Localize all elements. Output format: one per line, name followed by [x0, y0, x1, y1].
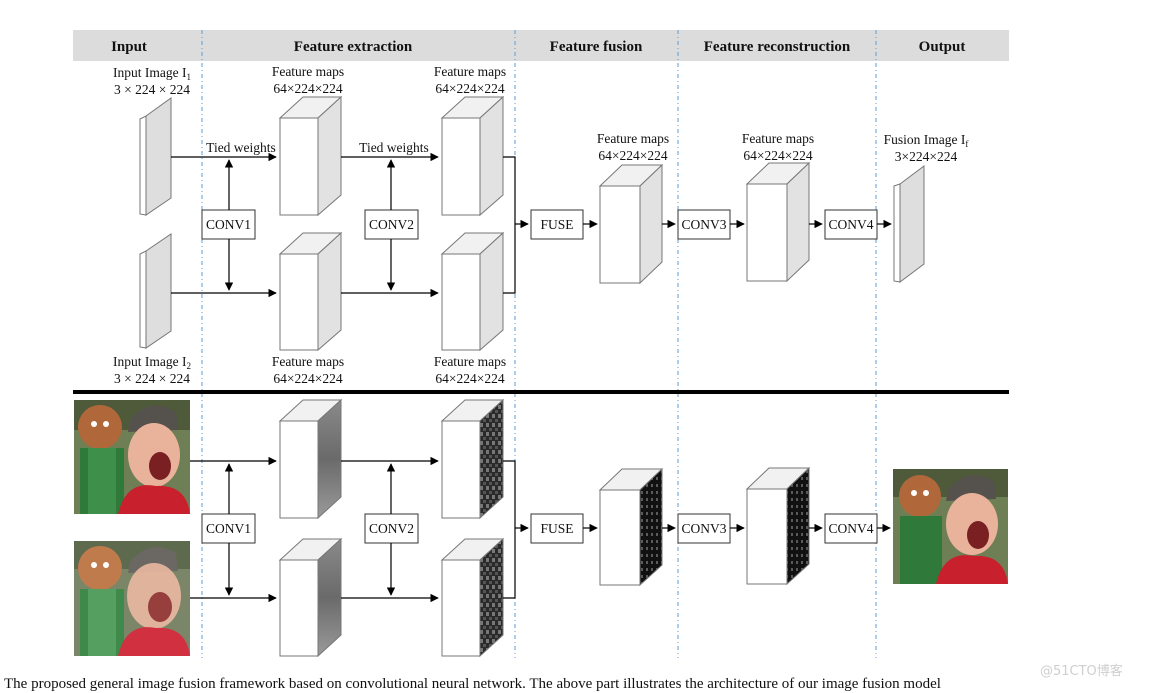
fusion-image-slab	[893, 165, 925, 283]
feature-map-cube-4	[440, 231, 505, 352]
header-band	[73, 30, 1009, 61]
svg-text:FUSE: FUSE	[540, 521, 573, 536]
svg-text:CONV1: CONV1	[206, 217, 251, 232]
feature-dims-label-4: 64×224×224	[435, 371, 504, 386]
conv2-box-bottom: CONV2	[364, 513, 419, 544]
fuse-box-bottom: FUSE	[530, 513, 584, 544]
reconstructed-feature-cube-bottom	[745, 466, 811, 586]
svg-text:CONV2: CONV2	[369, 217, 414, 232]
feature-maps-label-4: Feature maps	[434, 354, 506, 369]
conv1-box-top: CONV1	[201, 209, 256, 240]
fusion-image-dims: 3×224×224	[895, 149, 958, 164]
feature-maps-label-1: Feature maps	[272, 64, 344, 79]
fused-feature-cube-bottom	[598, 467, 664, 587]
feature-map-cube-bottom-2	[440, 398, 505, 520]
tied-weights-label-2: Tied weights	[359, 140, 429, 155]
input-photo-1	[74, 400, 190, 514]
input-image-1-dims: 3 × 224 × 224	[114, 82, 190, 97]
fuse-box-top: FUSE	[530, 209, 584, 240]
conv1-box-bottom: CONV1	[201, 513, 256, 544]
header-feature-reconstruction: Feature reconstruction	[704, 39, 851, 55]
output-fused-photo	[893, 469, 1008, 584]
section-separator	[73, 390, 1009, 394]
svg-text:CONV4: CONV4	[828, 217, 873, 232]
feature-dims-label-2: 64×224×224	[435, 81, 504, 96]
feature-map-cube-1	[278, 95, 343, 217]
feature-map-cube-bottom-1	[278, 398, 343, 520]
bottom-arrows	[190, 456, 891, 603]
input-image-2-dims: 3 × 224 × 224	[114, 371, 190, 386]
feature-map-cube-bottom-4	[440, 537, 505, 658]
input-image-2-slab	[139, 233, 172, 349]
svg-text:CONV4: CONV4	[828, 521, 873, 536]
feature-map-cube-bottom-3	[278, 537, 343, 658]
header-feature-fusion: Feature fusion	[550, 39, 643, 55]
svg-text:CONV1: CONV1	[206, 521, 251, 536]
conv4-box-bottom: CONV4	[824, 513, 878, 544]
feature-dims-label-recon: 64×224×224	[743, 148, 812, 163]
fusion-image-label: Fusion Image If	[884, 132, 969, 149]
feature-dims-label-fused: 64×224×224	[598, 148, 667, 163]
header-input: Input	[111, 39, 147, 55]
fused-feature-cube	[598, 163, 664, 285]
input-photo-2	[74, 541, 190, 656]
watermark-text: @51CTO博客	[1040, 664, 1123, 679]
feature-dims-label-3: 64×224×224	[273, 371, 342, 386]
feature-maps-label-2: Feature maps	[434, 64, 506, 79]
input-image-1-slab	[139, 97, 172, 216]
top-arrows	[171, 152, 892, 298]
reconstructed-feature-cube	[745, 161, 811, 283]
conv3-box-top: CONV3	[677, 209, 731, 240]
feature-maps-label-3: Feature maps	[272, 354, 344, 369]
feature-map-cube-2	[440, 95, 505, 217]
conv3-box-bottom: CONV3	[677, 513, 731, 544]
svg-text:CONV2: CONV2	[369, 521, 414, 536]
input-image-1-label: Input Image I1	[113, 65, 191, 82]
svg-text:CONV3: CONV3	[681, 217, 726, 232]
feature-maps-label-recon: Feature maps	[742, 131, 814, 146]
conv4-box-top: CONV4	[824, 209, 878, 240]
conv2-box-top: CONV2	[364, 209, 419, 240]
svg-text:FUSE: FUSE	[540, 217, 573, 232]
tied-weights-label-1: Tied weights	[206, 140, 276, 155]
figure-caption: The proposed general image fusion framew…	[4, 676, 941, 692]
feature-dims-label-1: 64×224×224	[273, 81, 342, 96]
header-feature-extraction: Feature extraction	[294, 39, 413, 55]
input-image-2-label: Input Image I2	[113, 354, 191, 371]
feature-map-cube-3	[278, 231, 343, 352]
feature-maps-label-fused: Feature maps	[597, 131, 669, 146]
header-output: Output	[919, 39, 966, 55]
svg-text:CONV3: CONV3	[681, 521, 726, 536]
